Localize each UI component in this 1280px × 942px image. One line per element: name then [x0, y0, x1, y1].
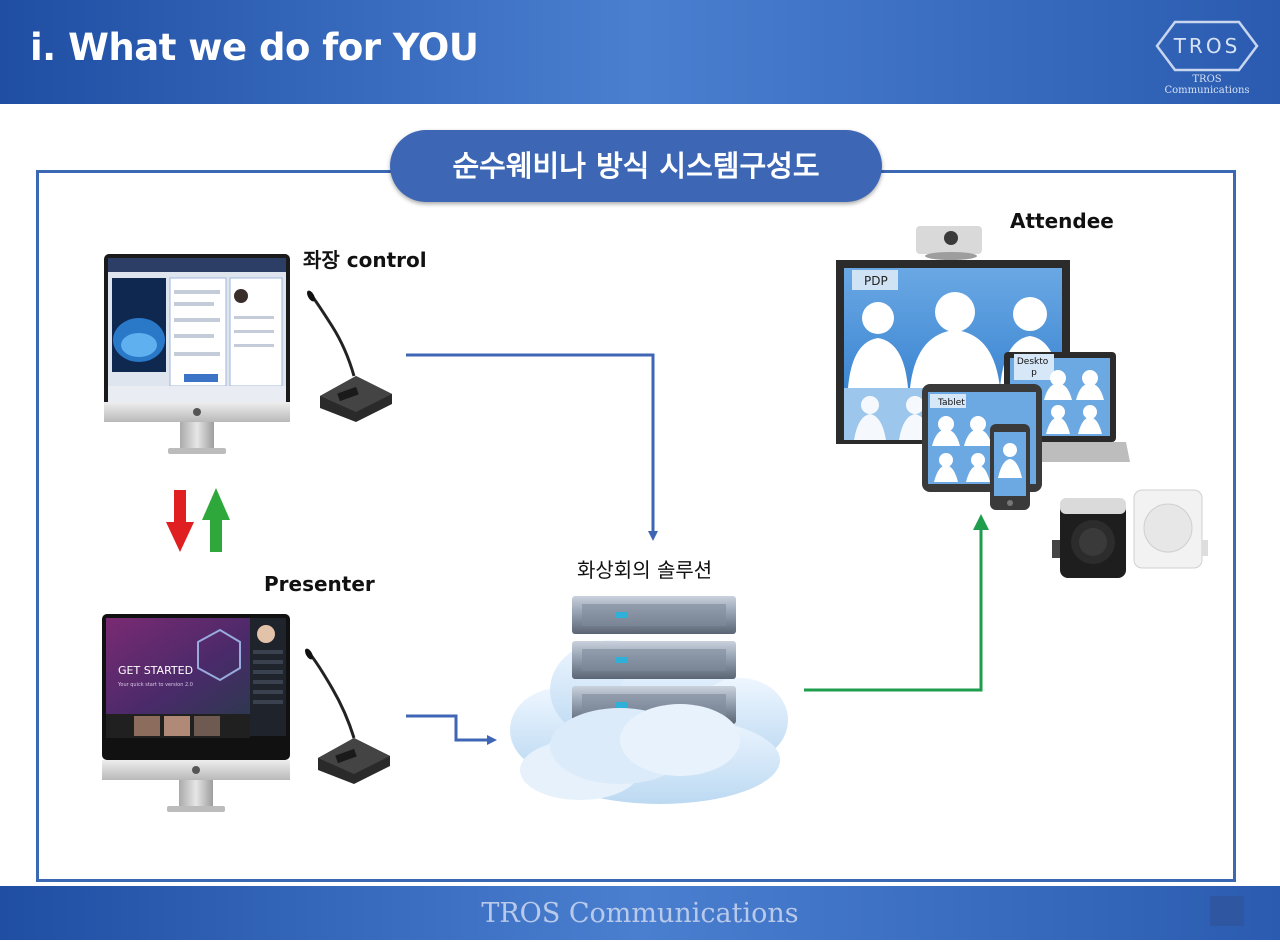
pdp-label: PDP [864, 274, 888, 288]
footer-corner-block [1210, 896, 1244, 926]
get-started-subtext: Your quick start to version 2.0 [117, 682, 193, 688]
chair-to-solution-line [406, 353, 658, 541]
smartphone [990, 424, 1030, 510]
presenter-to-solution-line [406, 714, 497, 745]
footer-text: TROS Communications [481, 898, 799, 929]
diagram-banner-text: 순수웨비나 방식 시스템구성도 [452, 149, 820, 183]
desktop-label-line2: p [1031, 368, 1037, 378]
logo-mark: TROS [1173, 34, 1241, 58]
black-speaker-icon [1052, 498, 1126, 578]
tablet-label: Tablet [937, 398, 965, 408]
tros-logo: TROS TROS Communications [1155, 18, 1259, 96]
presenter-label: Presenter [264, 572, 375, 596]
footer-bar: TROS Communications [0, 886, 1280, 940]
chair-microphone-icon [307, 290, 392, 422]
desktop-label: Deskto p [1017, 357, 1051, 378]
page-title: i. What we do for YOU [30, 26, 479, 69]
webcam-icon [916, 226, 982, 260]
attendee-label: Attendee [1010, 209, 1114, 233]
header-bar: i. What we do for YOU TROS TROS Communic… [0, 0, 1280, 104]
get-started-text: GET STARTED [118, 664, 193, 677]
down-arrow-icon [166, 490, 194, 552]
server-stack-icon [572, 596, 736, 724]
logo-hexagon-icon: TROS [1155, 20, 1259, 72]
desktop-label-line1: Deskto [1017, 357, 1049, 367]
chair-control-label: 좌장 control [303, 248, 427, 272]
tablet: Tablet [922, 384, 1042, 492]
cloud-front-icon [550, 704, 740, 784]
diagram-banner: 순수웨비나 방식 시스템구성도 [390, 130, 882, 202]
logo-caption: TROS Communications [1164, 74, 1250, 96]
presenter-microphone-icon [305, 648, 390, 784]
up-arrow-icon [202, 488, 230, 552]
solution-label: 화상회의 솔루션 [577, 558, 713, 582]
white-speaker-icon [1133, 489, 1208, 569]
chair-imac [104, 254, 290, 454]
solution-to-attendee-line [804, 528, 983, 692]
green-arrow-head [973, 514, 989, 530]
presenter-imac: GET STARTED Your quick start to version … [102, 614, 290, 812]
